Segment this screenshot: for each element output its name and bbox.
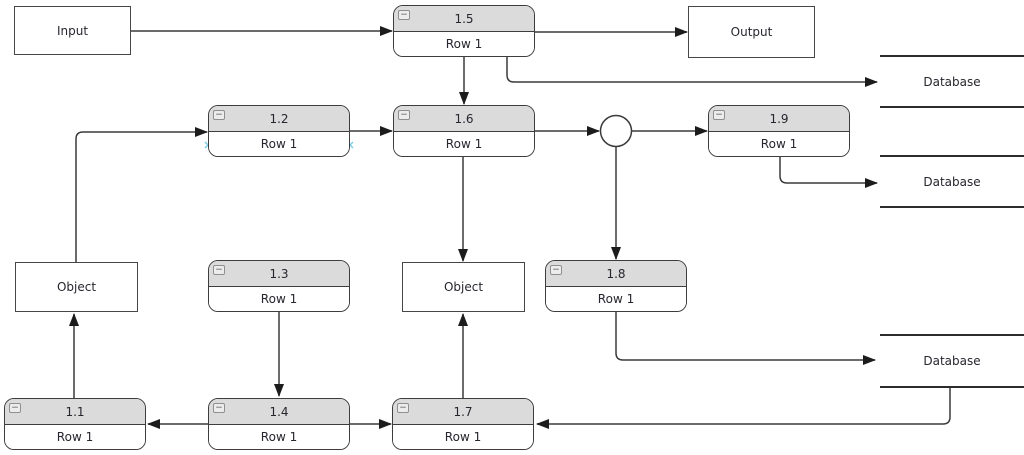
node-title: 1.2 (269, 111, 289, 126)
node-title: 1.1 (65, 404, 85, 419)
entity-input[interactable]: Input (14, 6, 131, 55)
node-header: − 1.3 (209, 261, 349, 287)
process-node-1-7[interactable]: − 1.7 Row 1 (392, 398, 534, 450)
datastore-label: Database (923, 354, 981, 368)
node-title: 1.3 (269, 266, 289, 281)
collapse-icon[interactable]: − (713, 110, 725, 120)
node-row: Row 1 (209, 425, 349, 449)
process-node-1-8[interactable]: − 1.8 Row 1 (545, 260, 687, 312)
collapse-icon[interactable]: − (550, 265, 562, 275)
node-row: Row 1 (209, 132, 349, 156)
node-row: Row 1 (394, 132, 534, 156)
edge-object-left-to-1-2[interactable] (75, 127, 208, 262)
node-header: − 1.6 (394, 106, 534, 132)
collapse-icon[interactable]: − (9, 403, 21, 413)
edge-database-3-to-1-7[interactable] (536, 388, 951, 429)
node-row: Row 1 (394, 32, 534, 56)
node-header: − 1.2 (209, 106, 349, 132)
node-header: − 1.7 (393, 399, 533, 425)
node-header: − 1.9 (709, 106, 849, 132)
process-node-1-6[interactable]: − 1.6 Row 1 (393, 105, 535, 157)
edge-1-5-to-database-1[interactable] (506, 57, 878, 87)
node-header: − 1.1 (5, 399, 145, 425)
node-header: − 1.5 (394, 6, 534, 32)
node-title: 1.5 (454, 11, 474, 26)
edge-1-9-to-database-2[interactable] (779, 157, 878, 188)
node-row: Row 1 (5, 425, 145, 449)
process-node-1-3[interactable]: − 1.3 Row 1 (208, 260, 350, 312)
entity-label: Output (730, 25, 773, 39)
junction-circle[interactable] (599, 114, 633, 148)
node-title: 1.8 (606, 266, 626, 281)
datastore-database-3[interactable]: Database (880, 334, 1024, 388)
node-title: 1.7 (453, 404, 473, 419)
process-node-1-9[interactable]: − 1.9 Row 1 (708, 105, 850, 157)
node-row: Row 1 (209, 287, 349, 311)
node-title: 1.9 (769, 111, 789, 126)
process-node-1-4[interactable]: − 1.4 Row 1 (208, 398, 350, 450)
entity-label: Object (443, 280, 484, 294)
collapse-icon[interactable]: − (398, 10, 410, 20)
collapse-icon[interactable]: − (213, 403, 225, 413)
entity-label: Input (56, 23, 89, 38)
node-title: 1.6 (454, 111, 474, 126)
edge-1-8-to-database-3[interactable] (615, 312, 876, 365)
node-row: Row 1 (546, 287, 686, 311)
entity-label: Object (56, 280, 97, 294)
entity-object-left[interactable]: Object (15, 262, 138, 312)
datastore-label: Database (923, 74, 981, 89)
node-header: − 1.4 (209, 399, 349, 425)
process-node-1-2[interactable]: − 1.2 Row 1 (208, 105, 350, 157)
process-node-1-5[interactable]: − 1.5 Row 1 (393, 5, 535, 57)
node-row: Row 1 (709, 132, 849, 156)
collapse-icon[interactable]: − (397, 403, 409, 413)
node-header: − 1.8 (546, 261, 686, 287)
collapse-icon[interactable]: − (398, 110, 410, 120)
collapse-icon[interactable]: − (213, 110, 225, 120)
process-node-1-1[interactable]: − 1.1 Row 1 (4, 398, 146, 450)
datastore-database-2[interactable]: Database (880, 155, 1024, 208)
entity-output[interactable]: Output (688, 6, 815, 58)
node-title: 1.4 (269, 404, 289, 419)
entity-object-center[interactable]: Object (402, 262, 525, 312)
datastore-database-1[interactable]: Database (880, 55, 1024, 108)
datastore-label: Database (923, 174, 981, 189)
node-row: Row 1 (393, 425, 533, 449)
collapse-icon[interactable]: − (213, 265, 225, 275)
